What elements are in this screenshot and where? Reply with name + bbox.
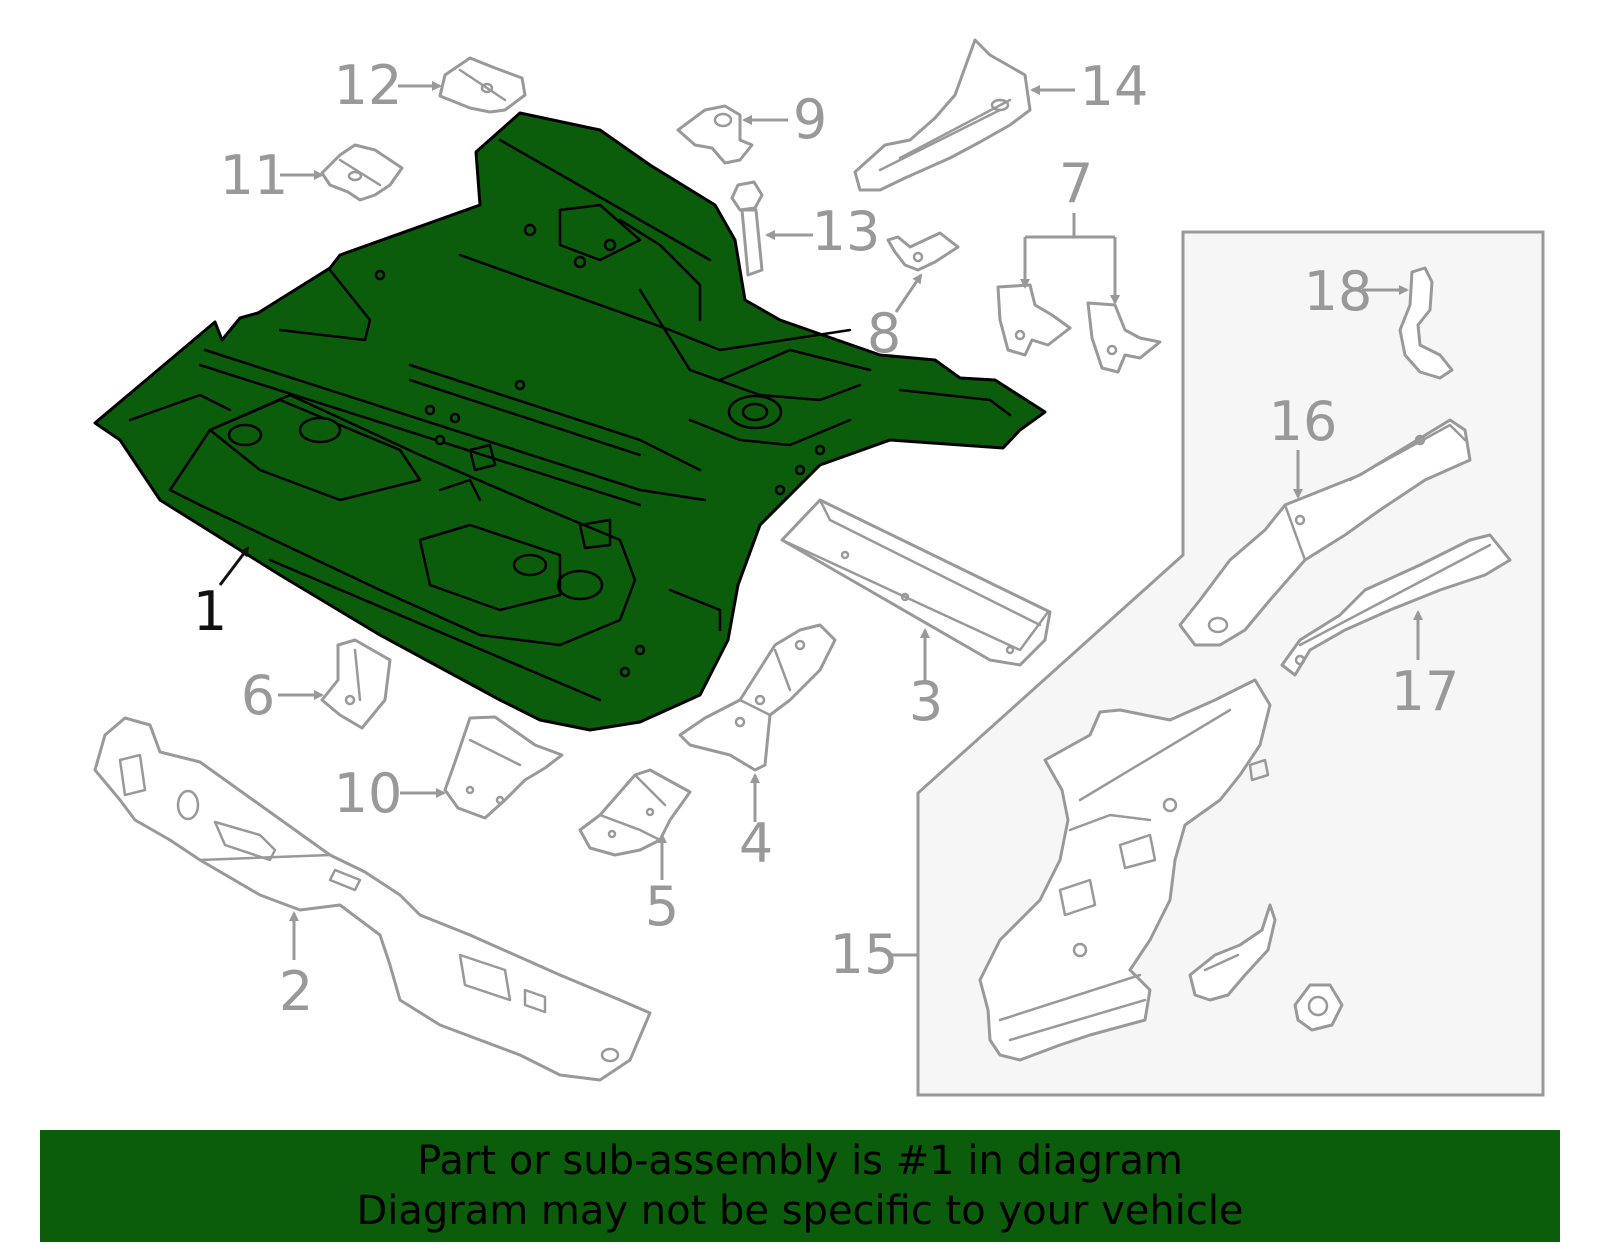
callout-4[interactable]: 4 xyxy=(739,812,773,875)
callout-2[interactable]: 2 xyxy=(279,960,313,1023)
part-17-rail[interactable] xyxy=(1280,533,1512,677)
disclaimer-banner: Part or sub-assembly is #1 in diagram Di… xyxy=(40,1130,1560,1242)
part-10-bracket[interactable] xyxy=(443,715,564,820)
leader-1 xyxy=(218,546,250,586)
callout-6[interactable]: 6 xyxy=(241,664,275,727)
part-1-rear-floor-pan[interactable] xyxy=(93,111,1047,732)
leader-7 xyxy=(1025,213,1115,239)
callout-14[interactable]: 14 xyxy=(1080,55,1149,118)
part-15-frame-rail[interactable] xyxy=(978,678,1344,1062)
callout-3[interactable]: 3 xyxy=(909,670,943,733)
part-18-bracket[interactable] xyxy=(1398,266,1454,380)
part-2-rear-panel[interactable] xyxy=(93,716,652,1082)
part-5-bracket[interactable] xyxy=(578,768,692,857)
banner-line-1: Part or sub-assembly is #1 in diagram xyxy=(417,1138,1183,1184)
callout-17[interactable]: 17 xyxy=(1391,660,1460,723)
callout-16[interactable]: 16 xyxy=(1269,390,1338,453)
callout-9[interactable]: 9 xyxy=(793,88,827,151)
part-12-bracket[interactable] xyxy=(438,56,527,114)
callout-15[interactable]: 15 xyxy=(830,923,899,986)
part-16-rail[interactable] xyxy=(1178,418,1472,647)
callout-5[interactable]: 5 xyxy=(645,875,679,938)
callout-13[interactable]: 13 xyxy=(812,200,881,263)
part-3-cross-member[interactable] xyxy=(780,498,1052,667)
callout-12[interactable]: 12 xyxy=(334,54,403,117)
part-9-mount[interactable] xyxy=(676,104,754,165)
part-6-bracket[interactable] xyxy=(320,638,392,730)
callout-7[interactable]: 7 xyxy=(1059,152,1093,215)
part-13-bolt[interactable] xyxy=(730,180,764,277)
callout-8[interactable]: 8 xyxy=(867,302,901,365)
banner-line-2: Diagram may not be specific to your vehi… xyxy=(356,1188,1244,1234)
part-7-brackets[interactable] xyxy=(996,283,1162,374)
callout-1[interactable]: 1 xyxy=(193,580,227,643)
part-14-rail[interactable] xyxy=(853,38,1032,192)
part-8-bracket[interactable] xyxy=(886,231,960,272)
callout-18[interactable]: 18 xyxy=(1304,260,1373,323)
part-4-bracket[interactable] xyxy=(678,623,837,772)
part-11-bracket[interactable] xyxy=(320,143,404,202)
leader-8 xyxy=(894,273,923,313)
callout-10[interactable]: 10 xyxy=(334,762,403,825)
callout-11[interactable]: 11 xyxy=(220,144,289,207)
